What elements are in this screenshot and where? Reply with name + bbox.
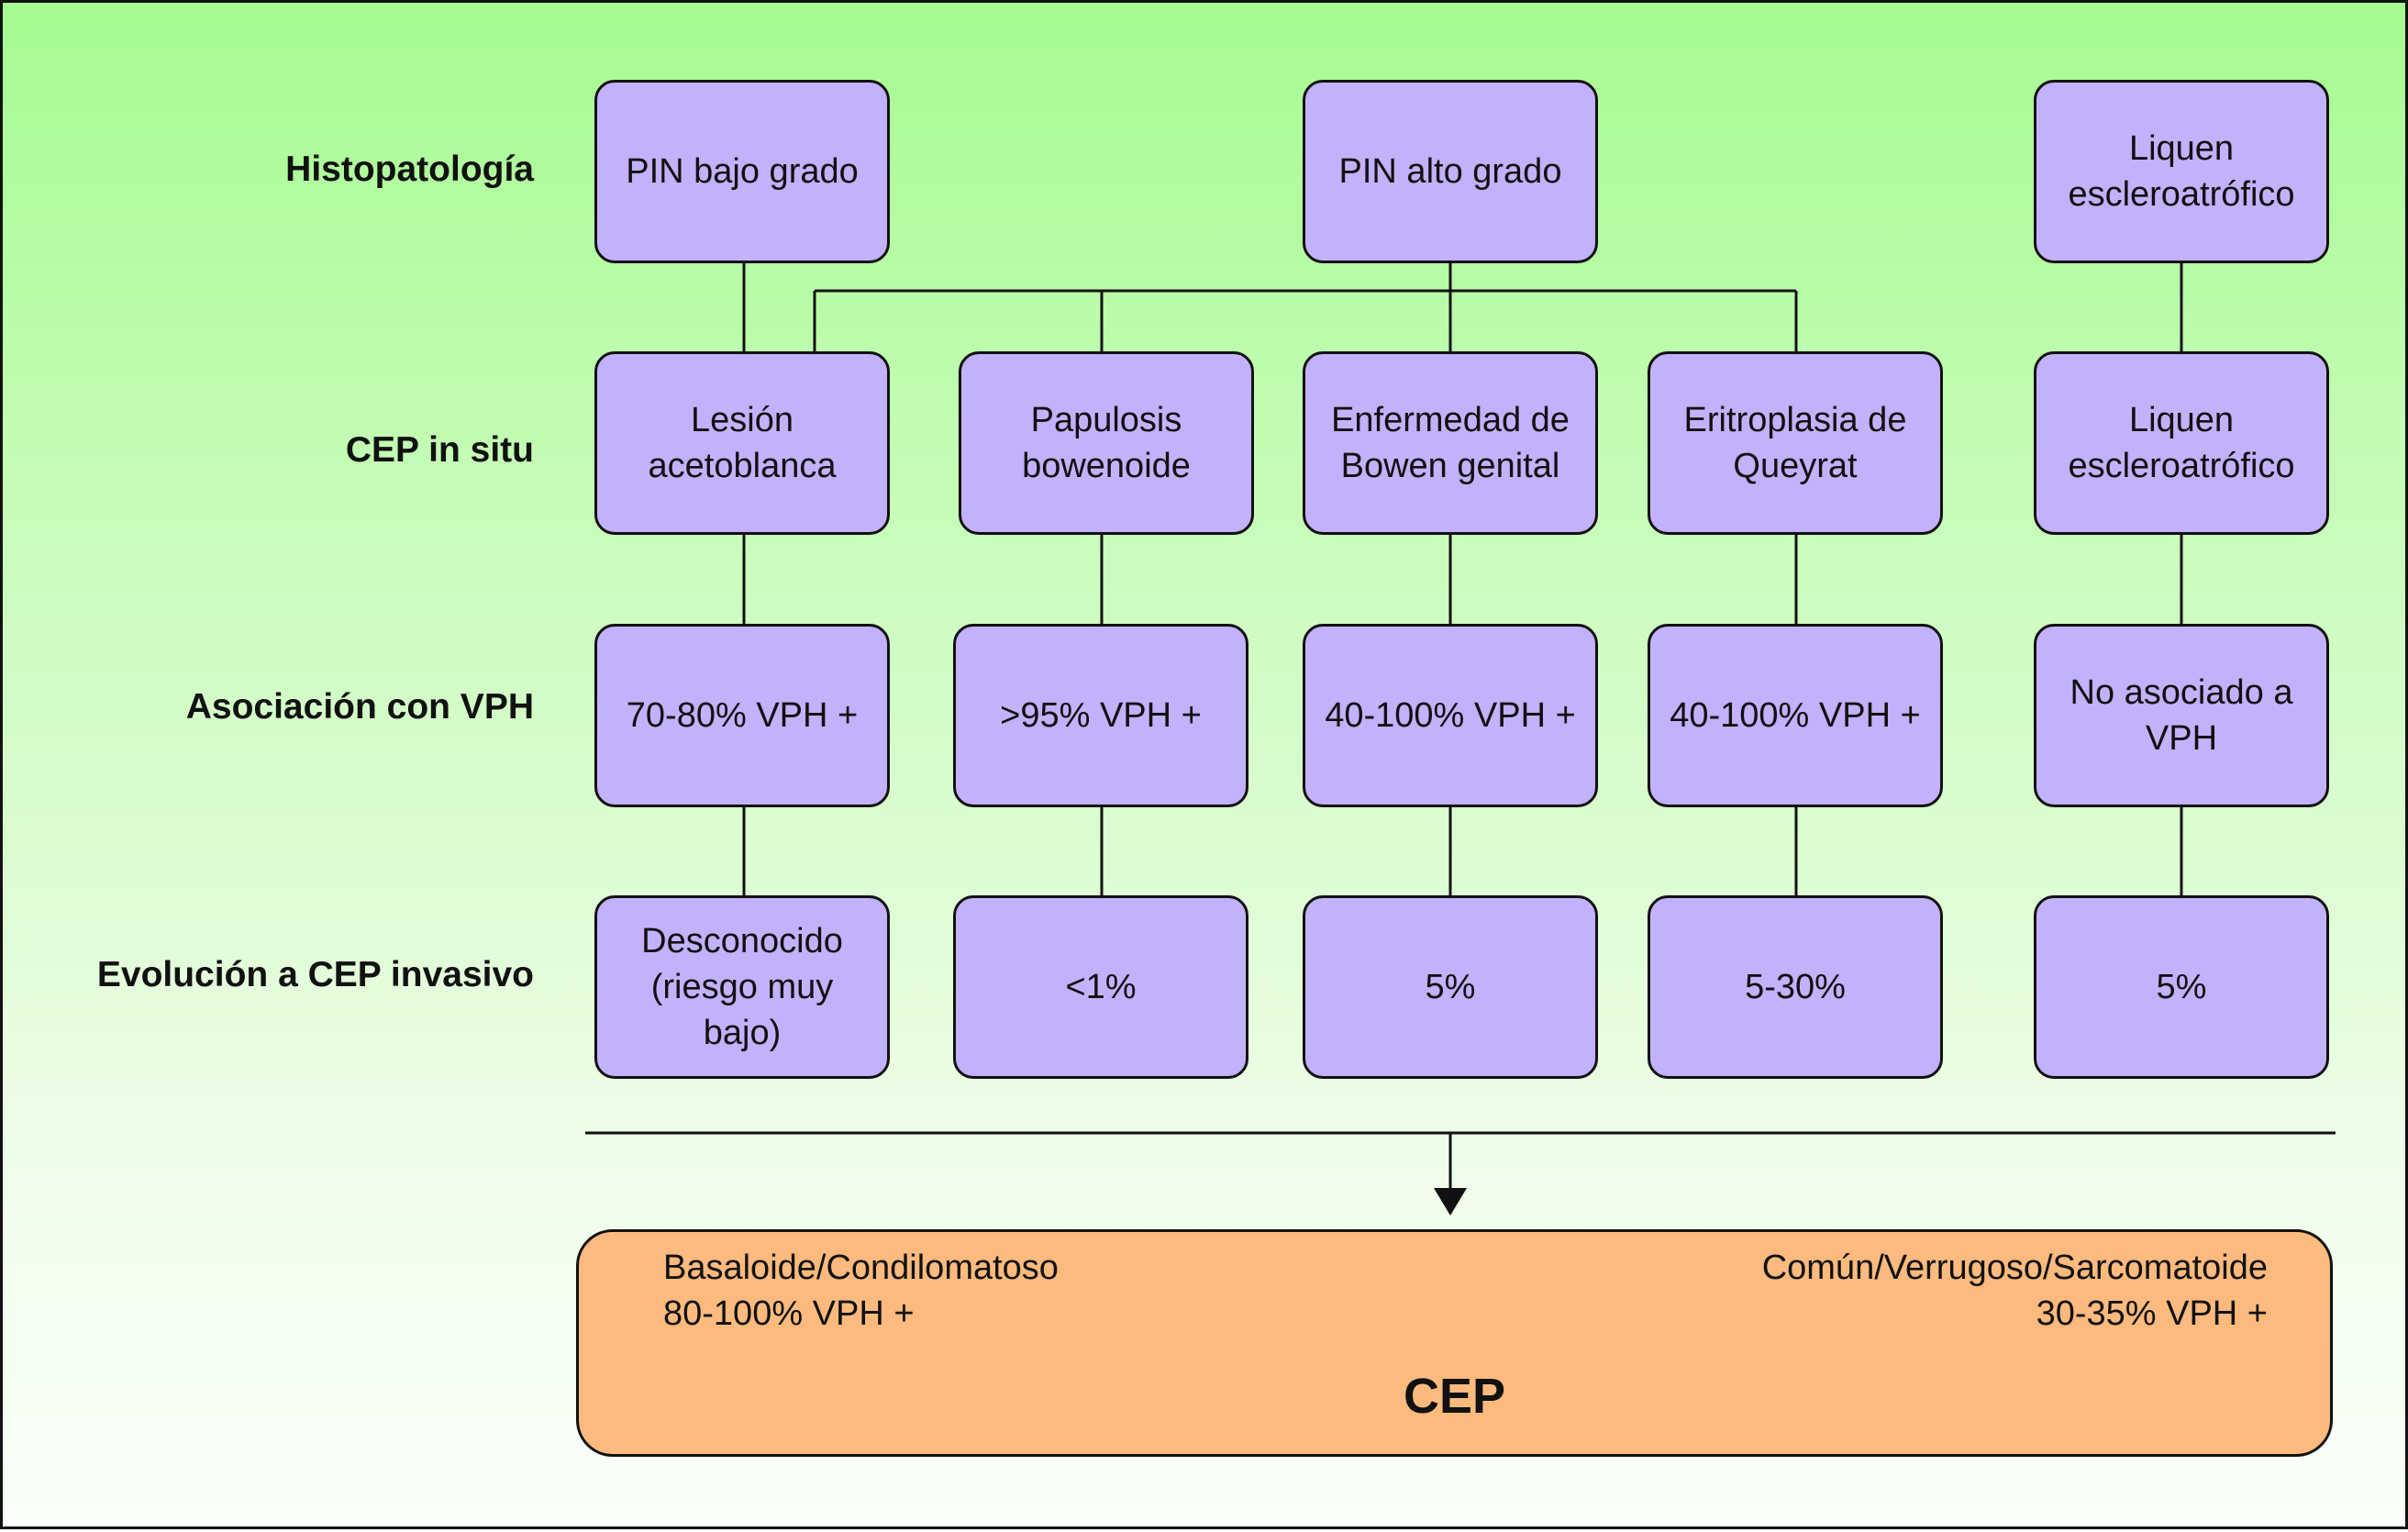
box-vph-bowen: 40-100% VPH +: [1303, 624, 1598, 807]
box-vph-papulosis: >95% VPH +: [953, 624, 1248, 807]
cep-comun-text: Común/Verrugoso/Sarcomatoide 30-35% VPH …: [1761, 1249, 2268, 1334]
box-vph-liquen: No asociado a VPH: [2034, 624, 2329, 807]
box-pin-bajo-grado: PIN bajo grado: [594, 80, 890, 263]
box-liquen-in-situ: Liquen escleroatrófico: [2034, 351, 2329, 535]
box-evolucion-papulosis: <1%: [953, 895, 1248, 1079]
box-evolucion-lesion: Desconocido (riesgo muy bajo): [594, 895, 890, 1079]
box-eritroplasia-queyrat: Eritroplasia de Queyrat: [1648, 351, 1943, 535]
box-evolucion-bowen: 5%: [1303, 895, 1598, 1079]
box-evolucion-liquen: 5%: [2034, 895, 2329, 1079]
box-evolucion-eritroplasia: 5-30%: [1648, 895, 1943, 1079]
cep-basaloide-text: Basaloide/Condilomatoso 80-100% VPH +: [663, 1249, 1059, 1334]
cep-box: Basaloide/Condilomatoso 80-100% VPH + Co…: [576, 1229, 2333, 1457]
box-pin-alto-grado: PIN alto grado: [1303, 80, 1598, 263]
row-label-evolucion: Evolución a CEP invasivo: [96, 955, 534, 994]
box-liquen-histopatologia: Liquen escleroatrófico: [2034, 80, 2329, 263]
arrow-head: [1434, 1188, 1467, 1216]
row-label-histopatologia: Histopatología: [285, 150, 534, 189]
cep-title: CEP: [1403, 1369, 1506, 1424]
row-label-asociacion-vph: Asociación con VPH: [185, 687, 534, 727]
connector-lines: [585, 263, 2336, 1216]
box-vph-lesion: 70-80% VPH +: [594, 624, 890, 807]
box-lesion-acetoblanca: Lesión acetoblanca: [594, 351, 890, 535]
row-label-cep-in-situ: CEP in situ: [345, 430, 534, 470]
box-papulosis-bowenoide: Papulosis bowenoide: [959, 351, 1254, 535]
box-vph-eritroplasia: 40-100% VPH +: [1648, 624, 1943, 807]
box-enfermedad-bowen: Enfermedad de Bowen genital: [1303, 351, 1598, 535]
